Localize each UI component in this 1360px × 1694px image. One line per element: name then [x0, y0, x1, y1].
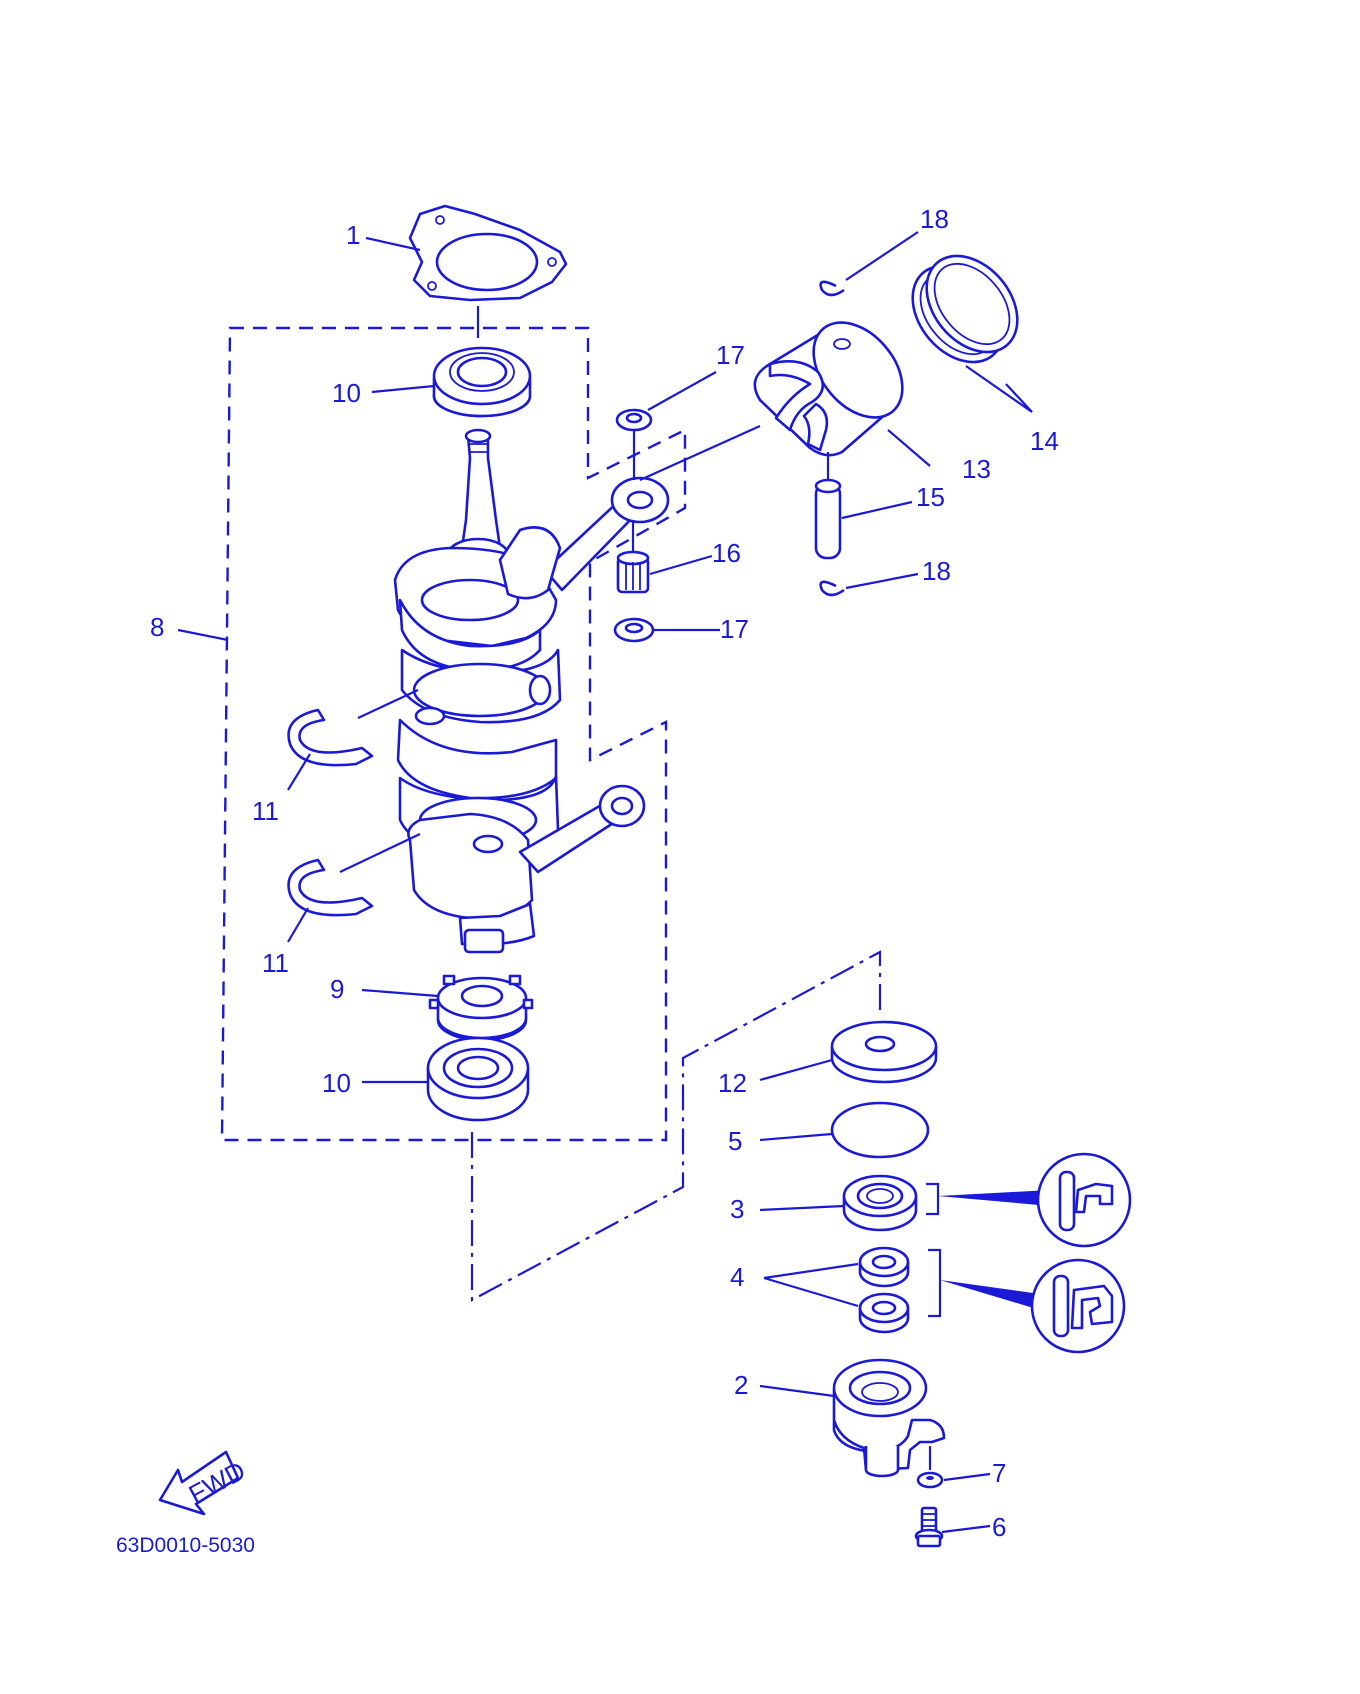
needle-bearing-part [616, 550, 650, 594]
callout-3: 3 [730, 1194, 744, 1224]
bolt-part [914, 1506, 944, 1548]
oil-seal-detail-inset [1036, 1152, 1132, 1248]
gasket-plate-part [408, 204, 568, 302]
lower-housing-part [832, 1358, 946, 1478]
callout-18-lower: 18 [922, 556, 951, 586]
upper-main-bearing-part [432, 346, 532, 418]
callout-11-lower: 11 [262, 948, 289, 978]
callout-12: 12 [718, 1068, 747, 1098]
callout-17-upper: 17 [716, 340, 745, 370]
callout-15: 15 [916, 482, 945, 512]
callout-7: 7 [992, 1458, 1006, 1488]
circlip-lower [819, 580, 845, 597]
small-oil-seal-upper [858, 1246, 910, 1288]
piston-rings-part [911, 254, 1019, 364]
seal-stack-leader [470, 950, 882, 1302]
callout-17-lower: 17 [720, 614, 749, 644]
callout-10-lower: 10 [322, 1068, 351, 1098]
piston-part [753, 321, 904, 457]
washer-small-part [916, 1471, 944, 1489]
callout-14: 14 [1030, 426, 1059, 456]
callout-10-upper: 10 [332, 378, 361, 408]
callout-6: 6 [992, 1512, 1006, 1542]
fwd-arrow-icon: FWD [158, 1450, 250, 1516]
retaining-ring-upper [287, 708, 374, 767]
circlip-upper [819, 280, 845, 297]
callout-13: 13 [962, 454, 991, 484]
connecting-rod-lower [518, 784, 646, 874]
small-oil-seal-detail-inset [1030, 1258, 1126, 1354]
callout-18-upper: 18 [920, 204, 949, 234]
retaining-ring-lower [287, 858, 374, 917]
callout-8: 8 [150, 612, 164, 642]
washer-plate-part [830, 1020, 938, 1084]
callout-2: 2 [734, 1370, 748, 1400]
connecting-rod-upper [498, 476, 670, 600]
small-oil-seal-lower [858, 1292, 910, 1334]
callout-9: 9 [330, 974, 344, 1004]
callout-11-upper: 11 [252, 796, 279, 826]
callout-16: 16 [712, 538, 741, 568]
crankshaft-part [393, 428, 562, 954]
thrust-washer-upper [615, 408, 653, 432]
callout-5: 5 [728, 1126, 742, 1156]
callout-1: 1 [346, 220, 360, 250]
leader-lines [177, 231, 1033, 1534]
labyrinth-seal-part [428, 974, 534, 1042]
lower-main-bearing-part [426, 1036, 530, 1122]
o-ring-part [830, 1101, 930, 1159]
thrust-washer-lower [613, 617, 655, 643]
drawing-code: 63D0010-5030 [116, 1534, 255, 1557]
callout-4: 4 [730, 1262, 744, 1292]
piston-pin-part [814, 478, 842, 560]
oil-seal-part [842, 1174, 918, 1232]
